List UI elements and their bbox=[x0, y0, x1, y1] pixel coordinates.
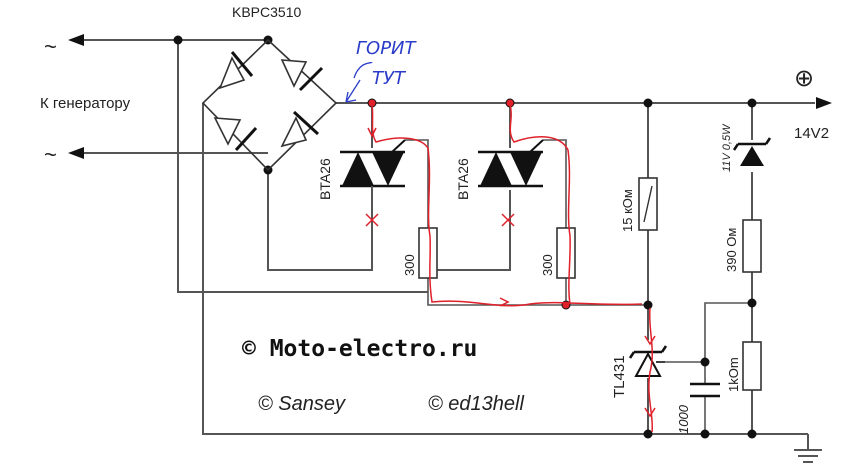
tl431-icon bbox=[628, 345, 668, 377]
annotation-line2: ТУТ bbox=[372, 68, 407, 89]
wire-triac2-bottom bbox=[428, 190, 511, 271]
zener-label: 11V 0,5W bbox=[721, 123, 733, 172]
output-voltage-label: 14V2 bbox=[794, 125, 829, 142]
junction bbox=[747, 298, 757, 308]
junctions bbox=[173, 35, 757, 439]
ac-symbol-bottom: ~ bbox=[44, 142, 57, 167]
bridge-label: KBPC3510 bbox=[232, 4, 301, 20]
junction bbox=[747, 429, 757, 439]
resistor-300-2-label: 300 bbox=[540, 254, 555, 276]
red-cross-mark-1 bbox=[365, 213, 379, 227]
resistor-15k-trim-icon bbox=[643, 185, 653, 223]
tl431-label: TL431 bbox=[611, 355, 628, 398]
generator-label: К генератору bbox=[40, 95, 131, 112]
triac2-label: BTA26 bbox=[455, 158, 471, 200]
bridge-diode-tr-icon bbox=[280, 59, 324, 92]
zener-diode-icon bbox=[732, 137, 772, 166]
bridge-outline bbox=[201, 38, 338, 172]
resistor-1k bbox=[742, 341, 762, 391]
resistor-390-label: 390 Ом bbox=[724, 228, 739, 272]
resistor-300-2 bbox=[556, 227, 576, 279]
watermark-text: © Moto-electro.ru bbox=[242, 336, 477, 362]
arrow-ac-bottom bbox=[68, 147, 84, 159]
junction bbox=[700, 357, 710, 367]
blue-hand-annotation: ГОРИТ ТУТ bbox=[345, 38, 418, 103]
plus-terminal-icon: ⊕ bbox=[794, 65, 814, 92]
wires bbox=[68, 34, 832, 463]
junction bbox=[643, 429, 653, 439]
resistor-390 bbox=[742, 219, 762, 273]
arrow-output bbox=[816, 97, 832, 109]
capacitor-label: 1000 bbox=[676, 404, 691, 434]
blue-arrow-icon bbox=[345, 79, 361, 103]
resistor-1k-label: 1kOm bbox=[726, 357, 741, 392]
resistor-300-1-label: 300 bbox=[402, 254, 417, 276]
junction bbox=[173, 35, 183, 45]
junction bbox=[700, 429, 710, 439]
wire-left-rail bbox=[177, 40, 428, 293]
arrow-ac-top bbox=[68, 34, 84, 46]
resistor-15k-label: 15 кОм bbox=[620, 189, 635, 232]
wire-bridge-return bbox=[267, 170, 373, 271]
diode-bridge bbox=[201, 38, 338, 172]
wire-gate1-bus bbox=[427, 278, 648, 306]
author-ed13hell: © ed13hell bbox=[428, 393, 524, 415]
resistor-300-1 bbox=[418, 227, 438, 279]
triac-2 bbox=[478, 139, 544, 188]
wire-ref-node bbox=[704, 302, 752, 384]
capacitor-icon bbox=[690, 382, 720, 398]
triac-1 bbox=[340, 139, 406, 212]
ground-symbol bbox=[794, 434, 822, 463]
bridge-diode-tl-icon bbox=[218, 51, 254, 90]
wire-gate1 bbox=[405, 139, 429, 228]
red-cross-mark-2 bbox=[501, 213, 515, 227]
ac-symbol-top: ~ bbox=[44, 34, 57, 59]
wire-gate2 bbox=[543, 139, 567, 228]
bridge-diode-br-icon bbox=[280, 110, 320, 148]
red-current-annotation bbox=[365, 99, 656, 433]
junction bbox=[643, 300, 653, 310]
annotation-line1: ГОРИТ bbox=[356, 38, 418, 59]
bridge-diode-bl-icon bbox=[213, 117, 258, 152]
triac1-label: BTA26 bbox=[317, 158, 333, 200]
junction bbox=[643, 98, 653, 108]
wire-ground-rail bbox=[202, 103, 808, 435]
junction bbox=[747, 98, 757, 108]
author-sansey: © Sansey bbox=[258, 393, 346, 415]
